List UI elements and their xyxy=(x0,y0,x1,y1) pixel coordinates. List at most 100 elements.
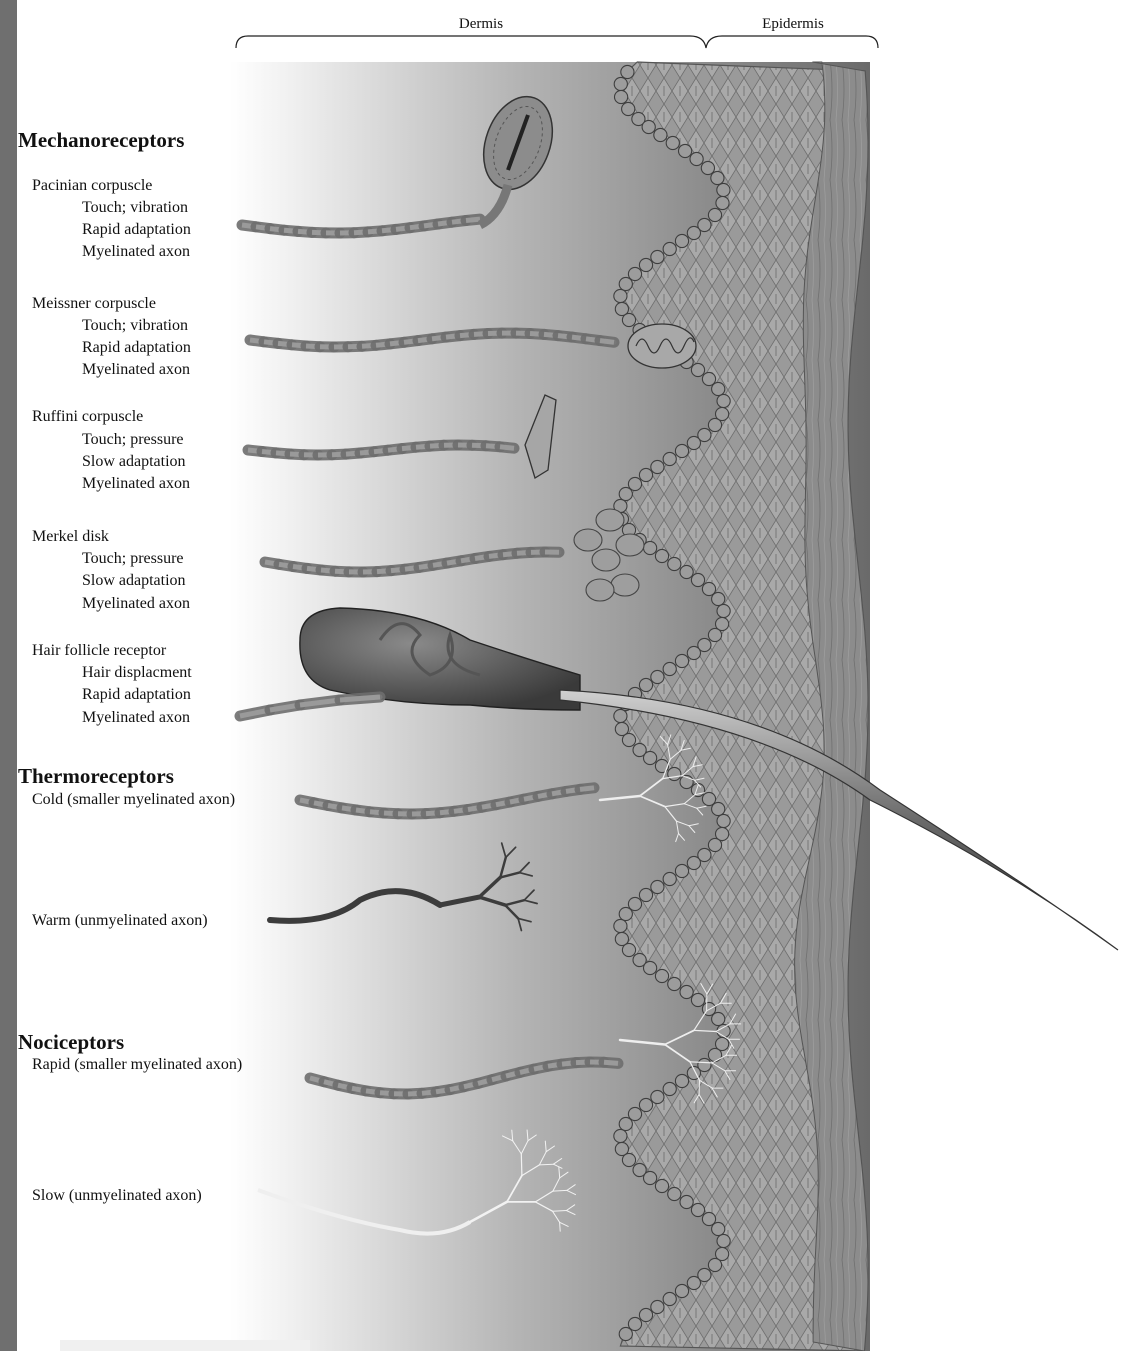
pacinian-prop-2: Rapid adaptation xyxy=(82,222,191,238)
basal-cell xyxy=(642,120,655,133)
basal-cell xyxy=(614,77,627,90)
basal-cell xyxy=(663,1082,676,1095)
basal-cell xyxy=(701,161,714,174)
basal-cell xyxy=(717,604,730,617)
ruffini-prop-3: Myelinated axon xyxy=(82,476,190,492)
basal-cell xyxy=(675,444,688,457)
basal-cell xyxy=(663,452,676,465)
hair-follicle-name: Hair follicle receptor xyxy=(32,643,166,659)
epidermis-label: Epidermis xyxy=(762,16,824,32)
basal-cell xyxy=(668,557,681,570)
basal-cell xyxy=(663,242,676,255)
basal-cell xyxy=(655,969,668,982)
dermis-label: Dermis xyxy=(459,16,503,32)
warm-receptor-label: Warm (unmyelinated axon) xyxy=(32,913,208,929)
basal-cell xyxy=(655,759,668,772)
basal-cell xyxy=(651,880,664,893)
basal-cell xyxy=(717,814,730,827)
basal-cell xyxy=(675,864,688,877)
basal-cell xyxy=(668,977,681,990)
basal-cell xyxy=(614,709,627,722)
basal-cell xyxy=(651,460,664,473)
basal-cell xyxy=(663,1292,676,1305)
basal-cell xyxy=(619,1117,632,1130)
cold-receptor-label: Cold (smaller myelinated axon) xyxy=(32,792,235,808)
meissner-name: Meissner corpuscle xyxy=(32,296,156,312)
basal-cell xyxy=(687,1276,700,1289)
basal-cell xyxy=(708,208,721,221)
basal-cell xyxy=(622,102,635,115)
basal-cell xyxy=(675,234,688,247)
basal-cell xyxy=(675,1284,688,1297)
thermoreceptors-heading: Thermoreceptors xyxy=(18,766,174,787)
basal-cell xyxy=(644,541,657,554)
slow-nociceptor-label: Slow (unmyelinated axon) xyxy=(32,1188,202,1204)
basal-cell xyxy=(708,1258,721,1271)
basal-cell xyxy=(639,888,652,901)
basal-cell xyxy=(712,802,725,815)
rapid-nociceptor-label: Rapid (smaller myelinated axon) xyxy=(32,1057,242,1073)
left-edge-strip xyxy=(0,0,17,1351)
pacinian-prop-3: Myelinated axon xyxy=(82,244,190,260)
basal-cell xyxy=(708,418,721,431)
basal-cell xyxy=(644,961,657,974)
basal-cell xyxy=(690,152,703,165)
basal-cell xyxy=(712,592,725,605)
basal-cell xyxy=(654,128,667,141)
footer-strip xyxy=(60,1340,310,1351)
basal-cell xyxy=(679,144,692,157)
basal-cell xyxy=(675,654,688,667)
merkel-prop-2: Slow adaptation xyxy=(82,573,186,589)
basal-cell xyxy=(644,1171,657,1184)
basal-cell xyxy=(639,258,652,271)
basal-cell xyxy=(663,872,676,885)
basal-cell xyxy=(691,573,704,586)
basal-cell xyxy=(680,1195,693,1208)
basal-cell xyxy=(614,1129,627,1142)
basal-cell xyxy=(619,907,632,920)
meissner-corpuscle xyxy=(628,324,696,368)
basal-cell xyxy=(712,382,725,395)
meissner-prop-2: Rapid adaptation xyxy=(82,340,191,356)
basal-cell xyxy=(615,90,628,103)
mechanoreceptors-heading: Mechanoreceptors xyxy=(18,130,184,151)
basal-cell xyxy=(666,136,679,149)
basal-cell xyxy=(622,943,635,956)
basal-cell xyxy=(619,487,632,500)
basal-cell xyxy=(716,196,729,209)
basal-cell xyxy=(691,363,704,376)
basal-cell xyxy=(651,1090,664,1103)
basal-cell xyxy=(668,767,681,780)
meissner-prop-1: Touch; vibration xyxy=(82,318,188,334)
basal-cell xyxy=(680,565,693,578)
basal-cell xyxy=(717,1234,730,1247)
basal-cell xyxy=(708,1048,721,1061)
basal-cell xyxy=(687,226,700,239)
basal-cell xyxy=(687,856,700,869)
basal-cell xyxy=(619,1327,632,1340)
basal-cell xyxy=(622,313,635,326)
nociceptors-heading: Nociceptors xyxy=(18,1032,124,1053)
basal-cell xyxy=(644,751,657,764)
basal-cell xyxy=(622,1153,635,1166)
basal-cell xyxy=(691,993,704,1006)
merkel-prop-1: Touch; pressure xyxy=(82,551,184,567)
basal-cell xyxy=(717,394,730,407)
pacinian-prop-1: Touch; vibration xyxy=(82,200,188,216)
basal-cell xyxy=(708,628,721,641)
basal-cell xyxy=(651,670,664,683)
basal-cell xyxy=(691,1203,704,1216)
basal-cell xyxy=(651,1300,664,1313)
hair-follicle-prop-2: Rapid adaptation xyxy=(82,687,191,703)
basal-cell xyxy=(687,436,700,449)
basal-cell xyxy=(622,733,635,746)
basal-cell xyxy=(712,1222,725,1235)
dermis-brace xyxy=(236,36,878,48)
basal-cell xyxy=(621,65,634,78)
basal-cell xyxy=(687,646,700,659)
ruffini-prop-2: Slow adaptation xyxy=(82,454,186,470)
hair-follicle-prop-3: Myelinated axon xyxy=(82,710,190,726)
pacinian-name: Pacinian corpuscle xyxy=(32,178,152,194)
merkel-name: Merkel disk xyxy=(32,529,109,545)
basal-cell xyxy=(614,919,627,932)
